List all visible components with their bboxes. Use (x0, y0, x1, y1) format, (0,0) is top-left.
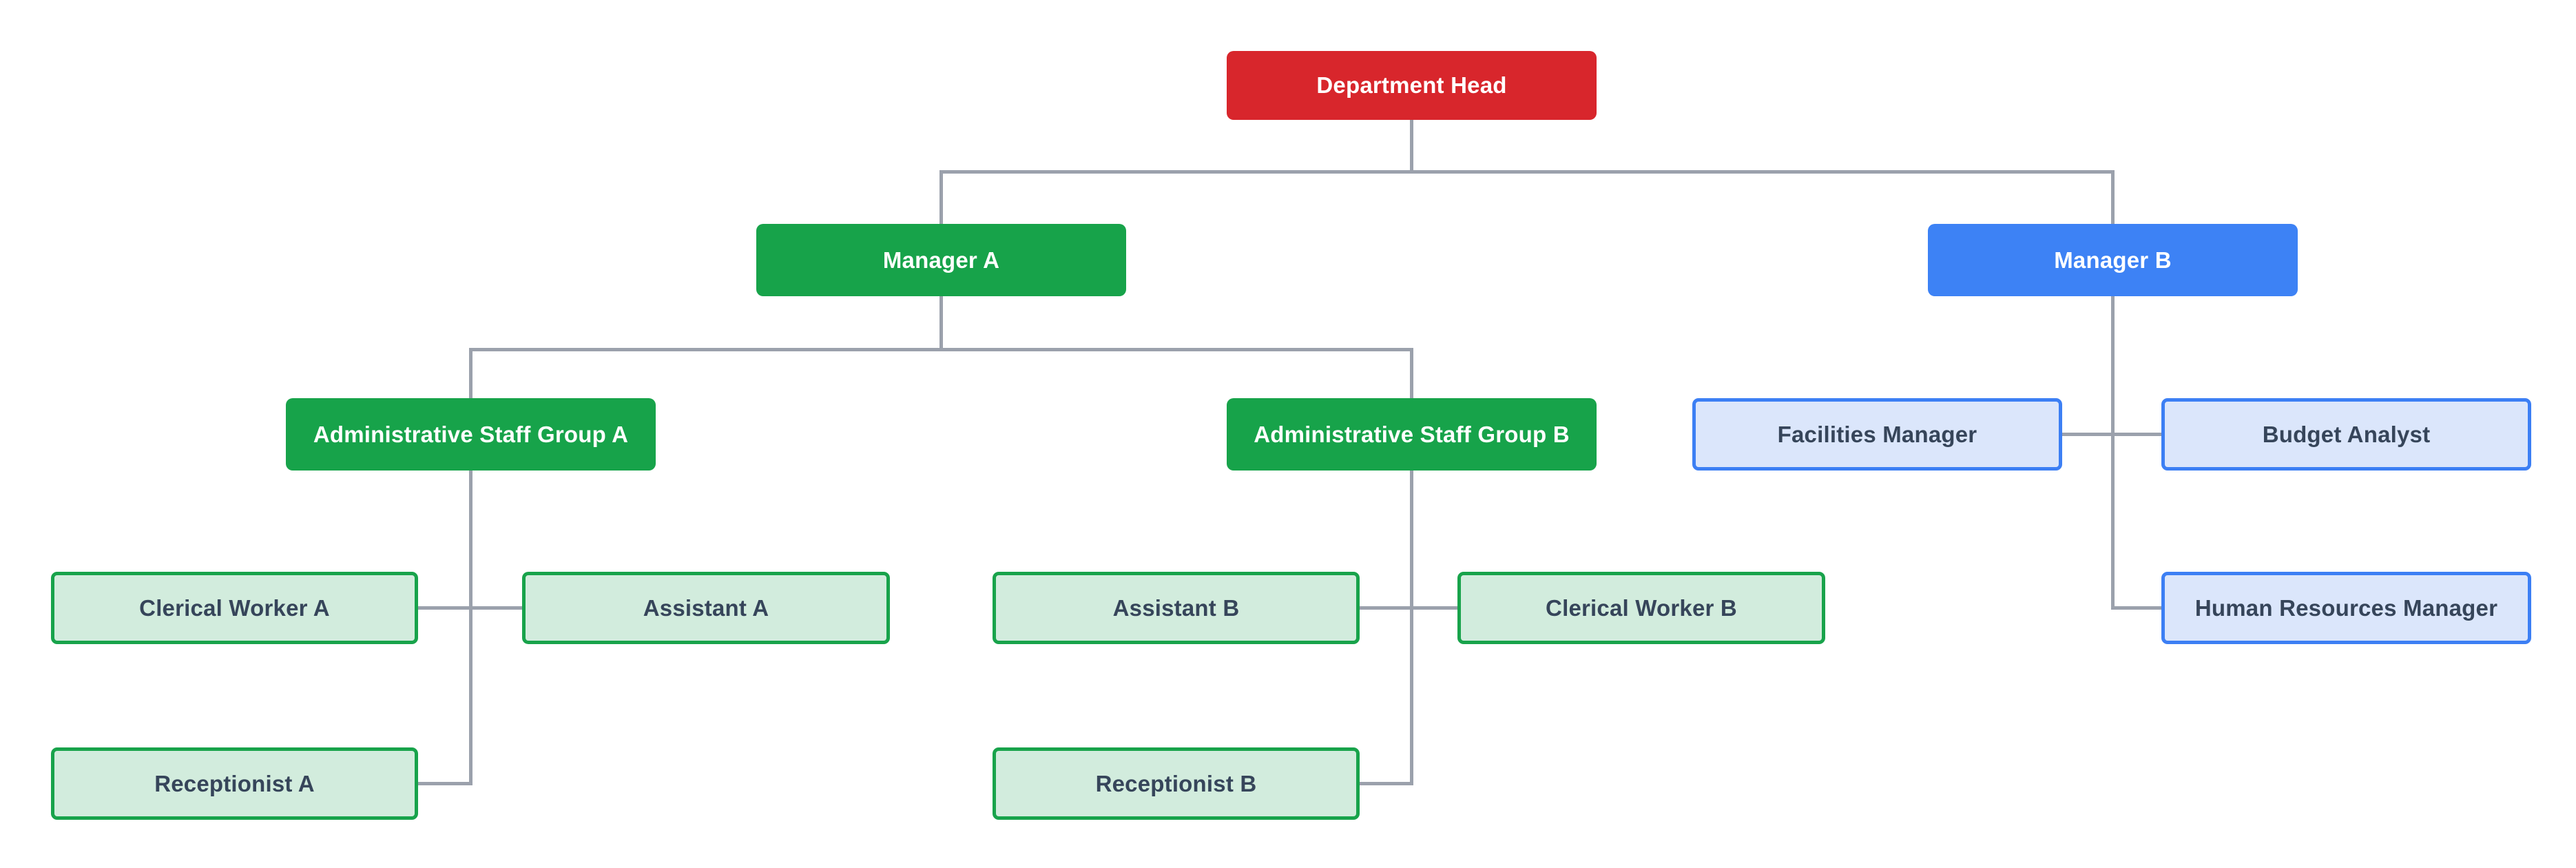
edge-department-head-drop (1410, 120, 1413, 174)
edge-admin-group-a-riser (469, 348, 472, 398)
edge-manager-a-drop (939, 296, 943, 351)
org-node-assistant-a: Assistant A (522, 572, 890, 644)
edge-admin-group-a-spine (469, 471, 472, 785)
org-node-department-head: Department Head (1227, 51, 1597, 120)
org-node-manager-b: Manager B (1928, 224, 2298, 296)
org-node-clerical-worker-a: Clerical Worker A (51, 572, 418, 644)
edge-admin-group-b-riser (1410, 348, 1413, 398)
edge-manager-a-riser (939, 170, 943, 224)
edge-facilities-budget (2062, 433, 2161, 436)
edge-receptionist-a-link (418, 782, 472, 785)
org-node-manager-a: Manager A (756, 224, 1126, 296)
org-node-assistant-b: Assistant B (993, 572, 1360, 644)
edge-managers-rail (939, 170, 2115, 174)
edge-assistant-b-clerical-b (1360, 606, 1457, 610)
org-node-receptionist-a: Receptionist A (51, 747, 418, 820)
edge-manager-b-riser (2111, 170, 2115, 224)
edge-manager-b-spine (2111, 296, 2115, 610)
org-node-facilities-manager: Facilities Manager (1692, 398, 2062, 471)
org-node-clerical-worker-b: Clerical Worker B (1457, 572, 1825, 644)
edge-hr-manager-link (2111, 606, 2161, 610)
edge-receptionist-b-link (1360, 782, 1413, 785)
org-node-admin-staff-group-b: Administrative Staff Group B (1227, 398, 1597, 471)
edge-clerical-a-assistant-a (418, 606, 522, 610)
org-node-receptionist-b: Receptionist B (993, 747, 1360, 820)
org-node-budget-analyst: Budget Analyst (2161, 398, 2531, 471)
edge-admin-groups-rail (469, 348, 1413, 351)
org-node-human-resources-manager: Human Resources Manager (2161, 572, 2531, 644)
edge-admin-group-b-spine (1410, 471, 1413, 785)
org-node-admin-staff-group-a: Administrative Staff Group A (286, 398, 656, 471)
